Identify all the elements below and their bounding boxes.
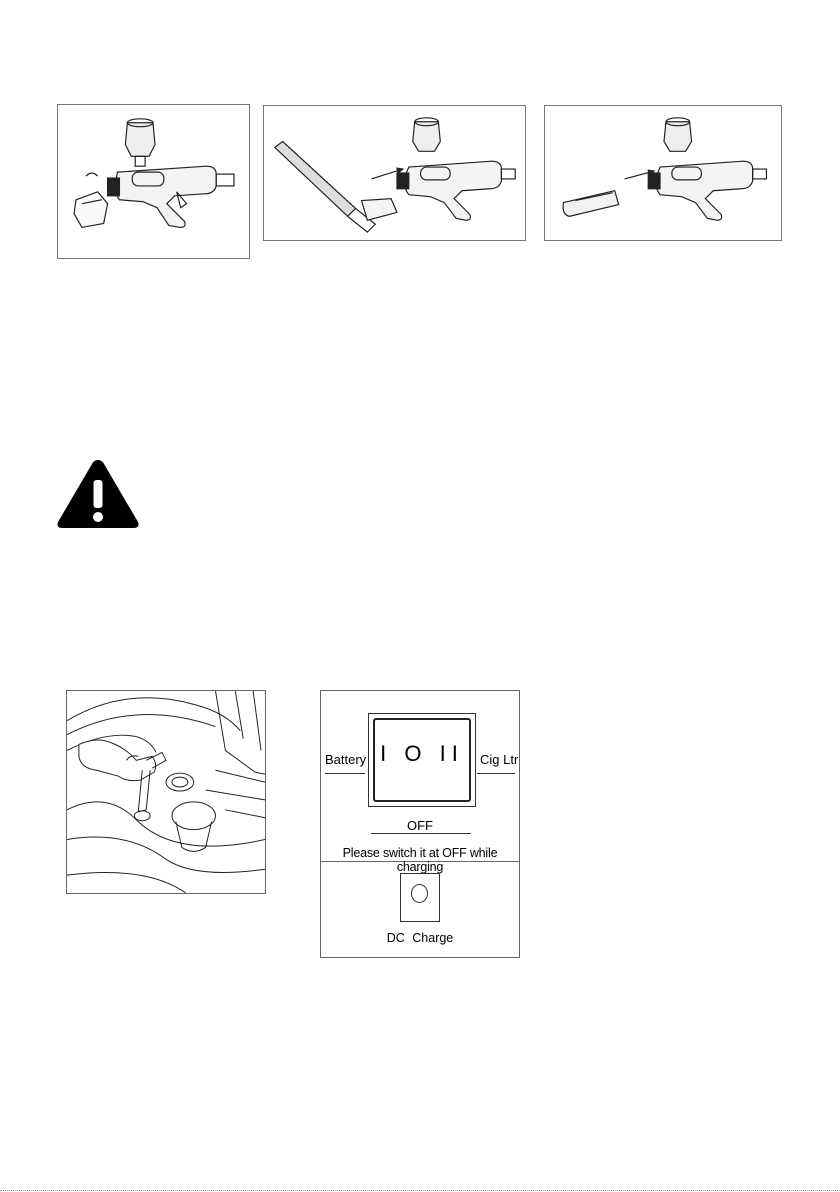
- dc-port-hole-icon: [411, 884, 428, 903]
- warning-triangle-icon: [55, 456, 141, 532]
- battery-underline: [325, 773, 365, 774]
- spray-gun-illustration-1: [58, 105, 249, 258]
- dc-charge-label: DC Charge: [321, 931, 519, 945]
- switch-panel-diagram: I O II Battery Cig Ltr OFF Please switch…: [320, 690, 520, 958]
- cig-ltr-underline: [477, 773, 515, 774]
- cig-ltr-label: Cig Ltr: [480, 753, 518, 767]
- switch-section: I O II Battery Cig Ltr OFF Please switch…: [321, 691, 519, 862]
- rocker-symbol: I O II: [373, 743, 471, 765]
- figure-nozzle-attach: [57, 104, 250, 259]
- charging-note: Please switch it at OFF while charging: [321, 846, 519, 874]
- figure-extension-attach: [544, 105, 782, 241]
- off-label: OFF: [321, 819, 519, 833]
- extension-illustration: [545, 106, 781, 240]
- off-underline: [371, 833, 471, 834]
- battery-label: Battery: [325, 753, 366, 767]
- figure-brush-attach: [263, 105, 526, 241]
- car-charging-illustration: [66, 690, 266, 894]
- page-bottom-divider: [0, 1190, 840, 1191]
- brush-illustration: [264, 106, 525, 240]
- dc-charge-port: [400, 873, 440, 922]
